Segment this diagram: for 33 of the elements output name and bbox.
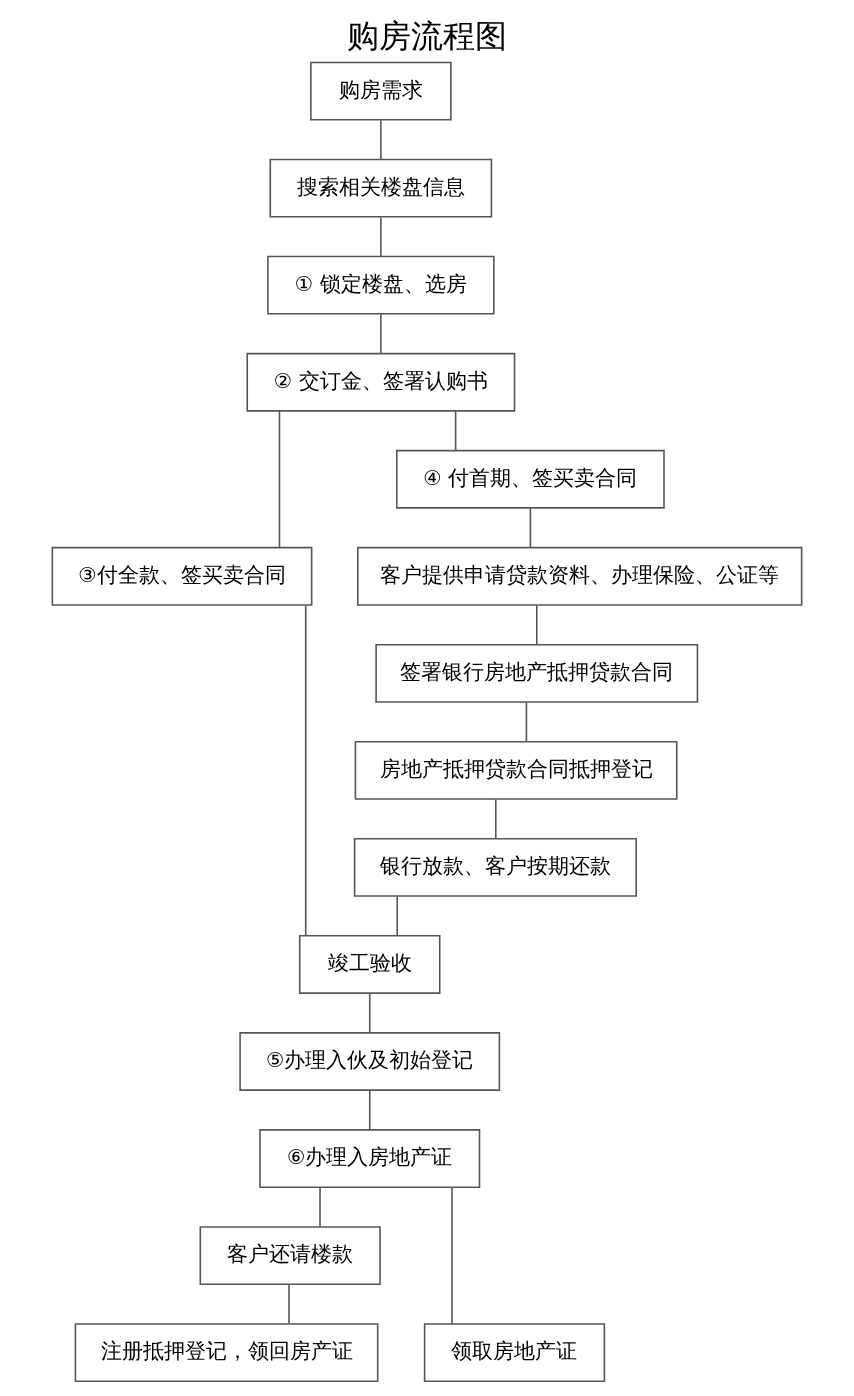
node-box: 客户提供申请贷款资料、办理保险、公证等	[357, 546, 803, 606]
node-box: 注册抵押登记，领回房产证	[74, 1323, 379, 1383]
diagram-title: 购房流程图	[347, 16, 507, 55]
connector	[368, 1089, 371, 1131]
connector	[278, 410, 281, 549]
node-box: ① 锁定楼盘、选房	[267, 255, 495, 315]
node-box: 银行放款、客户按期还款	[353, 838, 637, 897]
connector	[535, 604, 538, 646]
connector	[451, 1186, 453, 1325]
connector	[495, 798, 497, 840]
node-box: ⑥办理入房地产证	[259, 1129, 481, 1188]
node-box: 购房需求	[310, 61, 452, 121]
node-box: 签署银行房地产抵押贷款合同	[375, 643, 699, 703]
connector	[529, 507, 532, 548]
connector	[380, 216, 382, 257]
connector	[304, 604, 307, 937]
node-box: 搜索相关楼盘信息	[269, 158, 493, 218]
connector	[368, 992, 371, 1034]
node-box: ③付全款、签买卖合同	[51, 546, 313, 606]
node-box: ② 交订金、签署认购书	[246, 352, 516, 412]
connector	[454, 410, 457, 451]
node-box: 竣工验收	[298, 935, 441, 994]
connector	[288, 1283, 290, 1325]
connector	[525, 701, 528, 743]
node-box: 房地产抵押贷款合同抵押登记	[354, 740, 678, 800]
node-box: ⑤办理入伙及初始登记	[239, 1032, 501, 1091]
node-box: 客户还请楼款	[199, 1226, 381, 1285]
connector	[396, 895, 398, 937]
connector	[380, 119, 382, 160]
connector	[319, 1186, 321, 1228]
node-box: 领取房地产证	[423, 1323, 606, 1383]
node-box: ④ 付首期、签买卖合同	[395, 449, 665, 509]
connector	[380, 313, 382, 354]
